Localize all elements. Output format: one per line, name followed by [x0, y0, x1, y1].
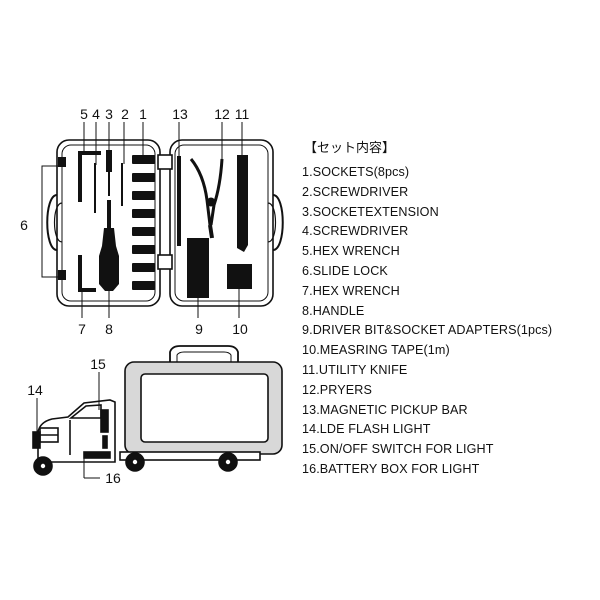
callout-numbers: 5 4 3 2 1 13 12 11 6 7 8 9 10 15 14 16	[20, 106, 249, 486]
legend-item: 6.SLIDE LOCK	[302, 263, 388, 278]
callout-1: 1	[139, 106, 147, 122]
truck-wheels	[33, 452, 238, 476]
right-half-tools	[177, 155, 252, 298]
truck-case-closed	[32, 345, 283, 476]
callout-11: 11	[235, 106, 250, 122]
truck-cab	[37, 399, 116, 463]
legend-title: 【セット内容】	[304, 140, 396, 155]
legend-item: 4.SCREWDRIVER	[302, 224, 409, 239]
callout-3: 3	[105, 106, 113, 122]
callout-6: 6	[20, 217, 28, 233]
legend-list: 1.SOCKETS(8pcs) 2.SCREWDRIVER 3.SOCKETEX…	[302, 163, 592, 480]
callout-10: 10	[232, 321, 248, 337]
callout-8: 8	[105, 321, 113, 337]
legend-item: 8.HANDLE	[302, 303, 365, 318]
callout-9: 9	[195, 321, 203, 337]
hex-wrench-5	[78, 151, 101, 202]
flash-light-14	[32, 431, 41, 449]
driver-bits-9	[187, 238, 209, 298]
callout-4: 4	[92, 106, 100, 122]
callout-2: 2	[121, 106, 129, 122]
utility-knife-11	[237, 155, 248, 252]
callout-7: 7	[78, 321, 86, 337]
parts-legend: 【セット内容】 1.SOCKETS(8pcs) 2.SCREWDRIVER 3.…	[302, 137, 592, 480]
leader-lines	[81, 122, 243, 318]
callout-5: 5	[80, 106, 88, 122]
slide-locks	[58, 157, 66, 280]
callout-15: 15	[90, 356, 106, 372]
legend-item: 11.UTILITY KNIFE	[302, 362, 408, 377]
pliers-12	[189, 158, 224, 239]
legend-item: 9.DRIVER BIT&SOCKET ADAPTERS(1pcs)	[302, 323, 553, 338]
legend-item: 15.ON/OFF SWITCH FOR LIGHT	[302, 442, 494, 457]
socket-extension-3	[106, 150, 112, 172]
legend-item: 14.LDE FLASH LIGHT	[302, 422, 431, 437]
on-off-switch-15	[100, 409, 109, 433]
legend-item: 1.SOCKETS(8pcs)	[302, 165, 410, 179]
hex-wrench-7	[78, 255, 96, 292]
callout-13: 13	[172, 106, 188, 122]
callout-14: 14	[27, 382, 43, 398]
legend-item: 16.BATTERY BOX FOR LIGHT	[302, 461, 480, 476]
truck-leader-lines	[36, 372, 100, 479]
legend-item: 2.SCREWDRIVER	[302, 184, 409, 199]
legend-item: 10.MEASRING TAPE(1m)	[302, 343, 450, 358]
callout-12: 12	[214, 106, 230, 122]
sockets-1	[132, 155, 155, 290]
legend-item: 5.HEX WRENCH	[302, 244, 400, 259]
legend-item: 12.PRYERS	[302, 382, 372, 397]
measuring-tape-10	[227, 264, 252, 289]
slide-lock-bracket	[41, 165, 58, 278]
handle-8	[99, 200, 119, 291]
magnetic-pickup-bar-13	[177, 156, 181, 246]
battery-box-16	[83, 451, 111, 459]
legend-item: 13.MAGNETIC PICKUP BAR	[302, 402, 468, 417]
legend-item: 3.SOCKETEXTENSION	[302, 204, 439, 219]
callout-16: 16	[105, 470, 121, 486]
legend-item: 7.HEX WRENCH	[302, 283, 400, 298]
left-half-tools	[78, 150, 155, 292]
